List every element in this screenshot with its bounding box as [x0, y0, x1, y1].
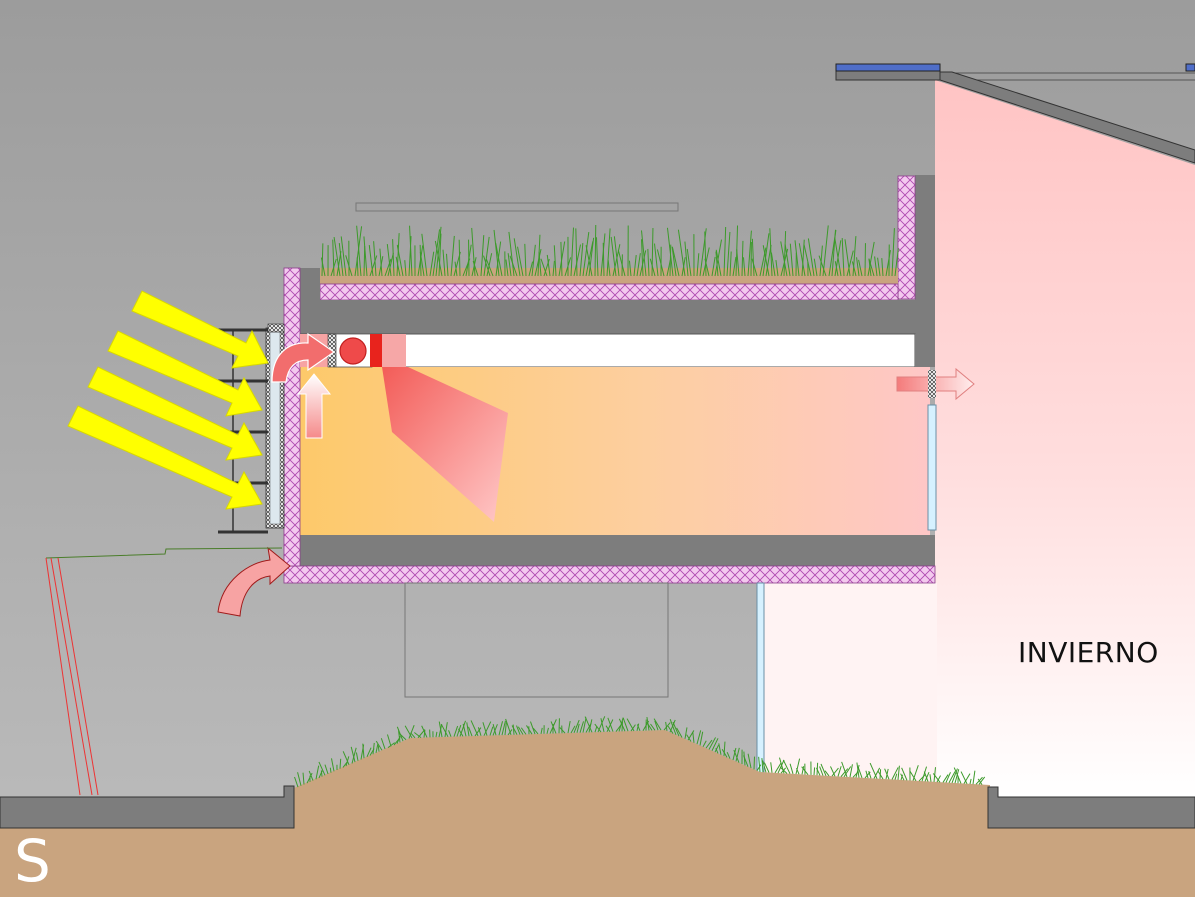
sun-ray-arrow — [107, 330, 263, 417]
vegetation — [294, 716, 986, 788]
floor-insulation — [283, 565, 936, 584]
skylight-outline — [355, 202, 679, 212]
roof-insulation — [319, 283, 899, 301]
south-wall-insulation — [283, 267, 301, 567]
airflow-arrow-up — [296, 373, 332, 439]
season-label: INVIERNO — [1018, 636, 1159, 669]
sloped-roof — [939, 71, 1195, 164]
site-line — [45, 547, 283, 559]
interior-lower-area — [762, 583, 937, 798]
sun-ray-arrow — [131, 290, 269, 369]
ground-slab-left — [0, 785, 295, 829]
exhaust-vent — [928, 370, 936, 398]
sun-ray-arrow — [87, 366, 263, 461]
parapet-concrete — [915, 175, 935, 305]
lower-glazing — [756, 582, 765, 779]
sun-ray-arrows — [67, 290, 269, 510]
roof-slab — [300, 300, 935, 334]
airflow-arrow-intake-top — [271, 332, 336, 383]
site-line-red — [57, 557, 99, 796]
room-window-glass — [927, 404, 937, 531]
collector-top-vent — [267, 323, 285, 333]
site-line-red — [45, 557, 81, 796]
upper-roof-slab — [835, 70, 941, 81]
solar-panel-right — [1185, 63, 1195, 72]
warm-air-diffusion-cone — [382, 367, 508, 522]
heated-air-block — [382, 334, 406, 367]
duct-end-wall — [915, 334, 935, 367]
site-line-red — [50, 557, 93, 796]
airflow-arrow-intake-bottom — [217, 546, 291, 617]
parapet-insulation — [897, 175, 916, 300]
vegetation — [320, 225, 899, 277]
floor-slab — [300, 535, 935, 566]
sun-ray-arrow — [67, 405, 263, 510]
solar-panel — [835, 63, 941, 72]
soil-ground — [0, 730, 1195, 897]
orientation-label: S — [14, 827, 51, 895]
fan-icon — [339, 337, 367, 365]
heated-interior-space — [935, 80, 1195, 797]
heater-coil — [370, 334, 382, 367]
ground-slab-right — [987, 786, 1195, 829]
roof-slab — [300, 268, 320, 300]
